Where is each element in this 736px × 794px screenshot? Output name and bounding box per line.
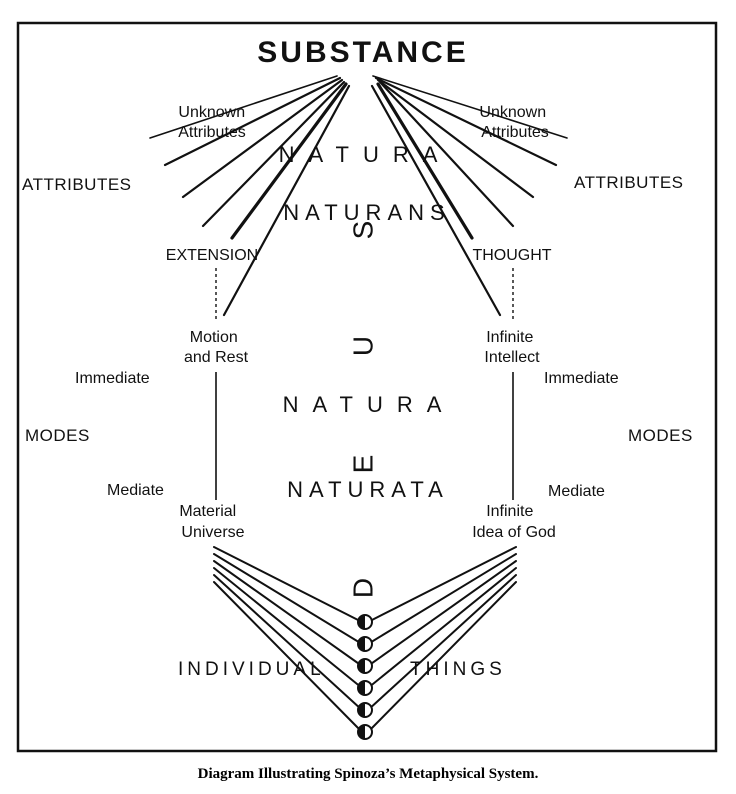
material-universe-label: Material Universe bbox=[179, 503, 244, 541]
rays-right bbox=[370, 75, 568, 317]
thing-marker bbox=[357, 658, 373, 674]
modes-left-label: MODES bbox=[25, 426, 90, 445]
naturata-label: NATURATA bbox=[287, 477, 449, 502]
natura-top-label: NATURA bbox=[279, 142, 452, 167]
rays-to-things-left bbox=[213, 546, 363, 733]
unknown-attributes-left: Unknown Attributes bbox=[178, 104, 249, 141]
mediate-left-label: Mediate bbox=[107, 482, 164, 499]
deus-letter-s: S bbox=[347, 221, 378, 240]
thing-marker bbox=[357, 680, 373, 696]
naturans-label: NATURANS bbox=[283, 200, 450, 225]
infinite-intellect-label: Infinite Intellect bbox=[484, 329, 540, 366]
individual-things-markers bbox=[357, 614, 373, 740]
individual-label: INDIVIDUAL bbox=[178, 659, 325, 680]
substance-title: SUBSTANCE bbox=[257, 36, 468, 69]
attributes-left-label: ATTRIBUTES bbox=[22, 175, 132, 194]
motion-and-rest-label: Motion and Rest bbox=[184, 329, 249, 366]
diagram-caption: Diagram Illustrating Spinoza’s Metaphysi… bbox=[198, 766, 539, 782]
thing-marker bbox=[357, 636, 373, 652]
rays-left bbox=[149, 75, 351, 317]
infinite-idea-of-god-label: Infinite Idea of God bbox=[472, 503, 556, 541]
deus-letter-u: U bbox=[347, 336, 378, 356]
thing-marker bbox=[357, 614, 373, 630]
thing-marker bbox=[357, 724, 373, 740]
deus-letter-d: D bbox=[347, 578, 378, 598]
thought-label: THOUGHT bbox=[472, 247, 551, 264]
thing-marker bbox=[357, 702, 373, 718]
natura-mid-label: NATURA bbox=[283, 392, 456, 417]
diagram-frame bbox=[16, 21, 718, 753]
attributes-right-label: ATTRIBUTES bbox=[574, 173, 684, 192]
extension-label: EXTENSION bbox=[166, 247, 258, 264]
immediate-right-label: Immediate bbox=[544, 370, 619, 387]
rays-to-things-right bbox=[367, 546, 517, 733]
immediate-left-label: Immediate bbox=[75, 370, 150, 387]
things-label: THINGS bbox=[410, 659, 506, 680]
unknown-attributes-right: Unknown Attributes bbox=[479, 104, 550, 141]
mediate-right-label: Mediate bbox=[548, 483, 605, 500]
deus-letter-e: E bbox=[347, 455, 378, 474]
modes-right-label: MODES bbox=[628, 426, 693, 445]
